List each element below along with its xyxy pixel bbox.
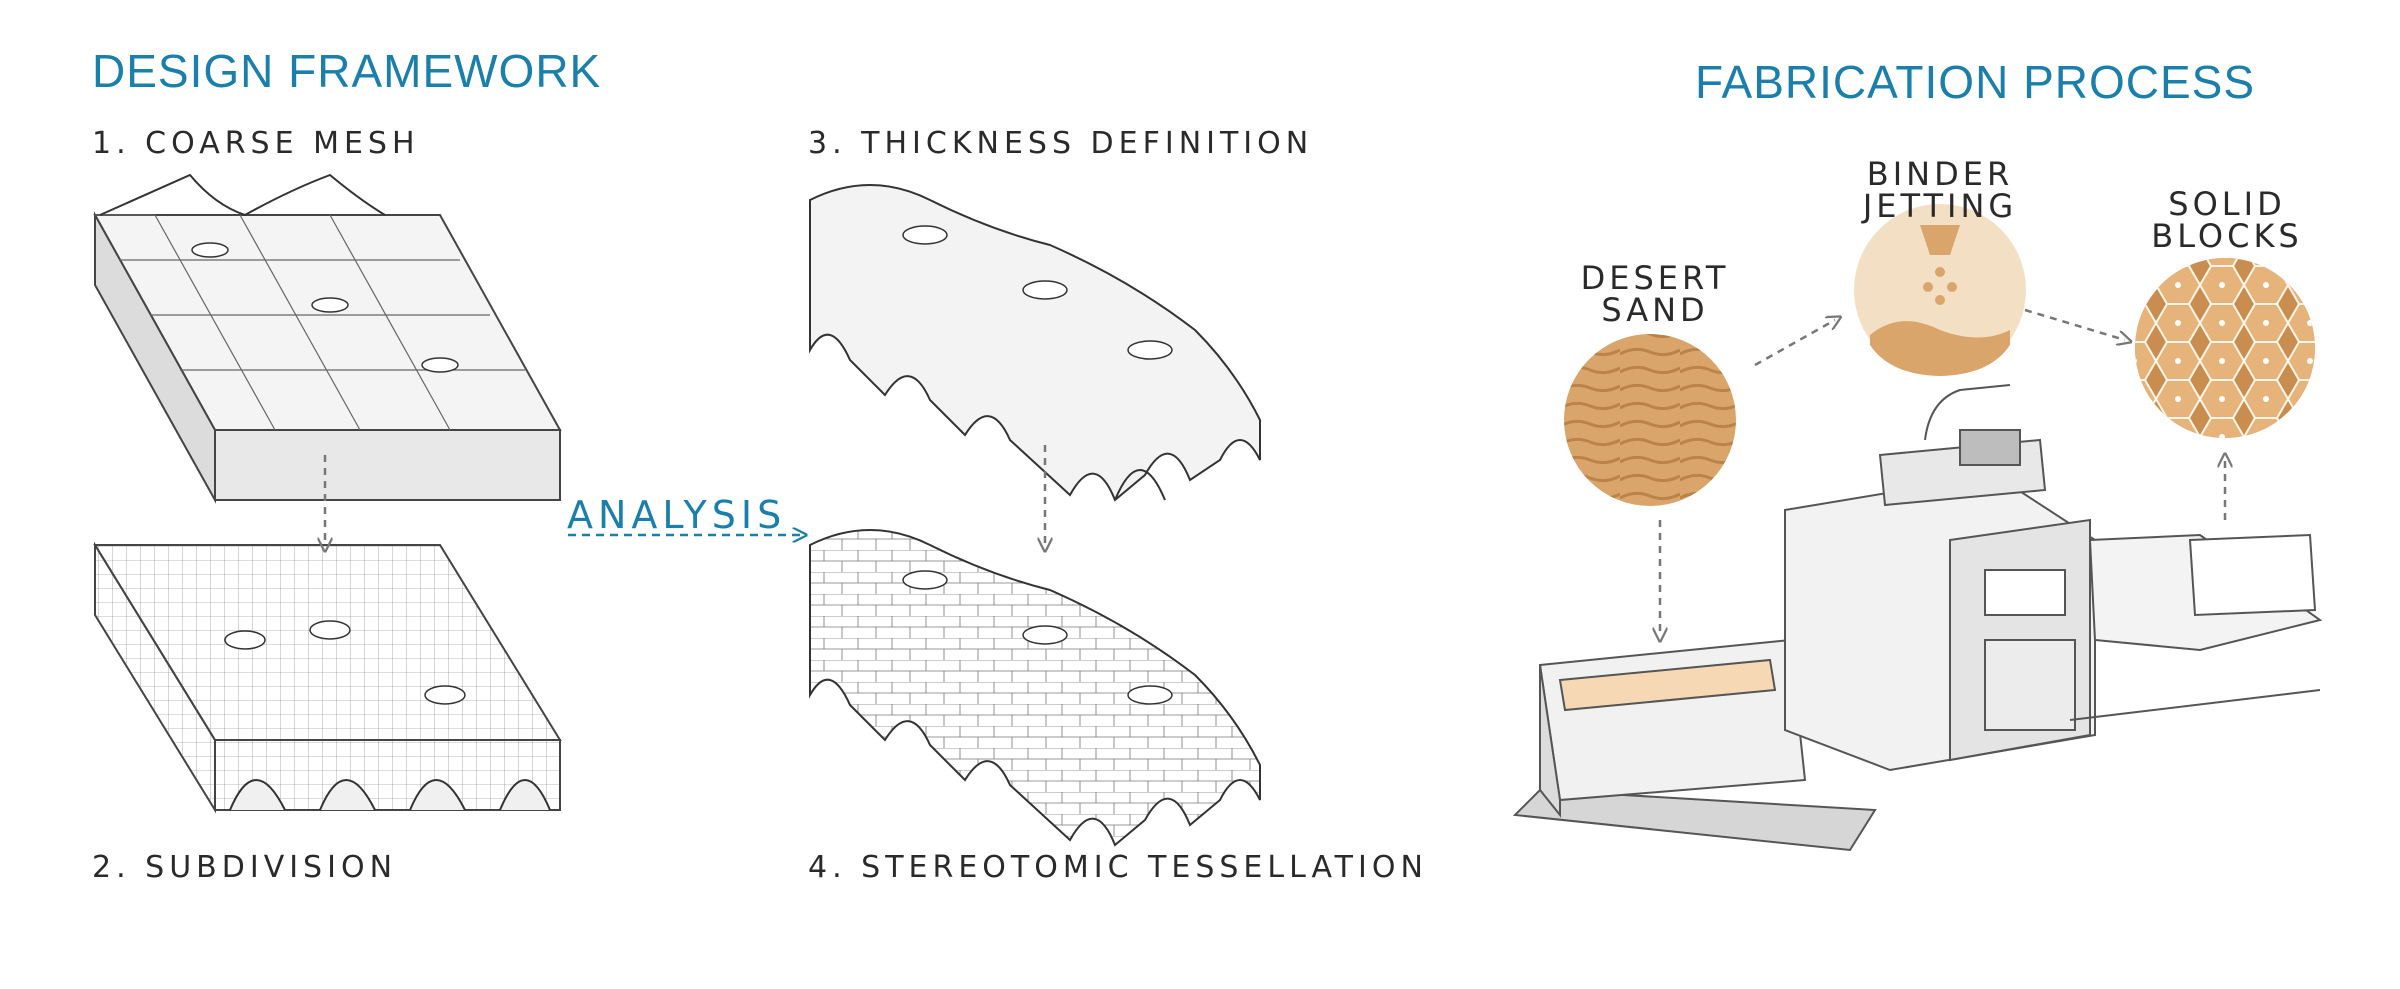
design-framework-heading: DESIGN FRAMEWORK — [92, 45, 602, 97]
step-3-label: 3. THICKNESS DEFINITION — [808, 126, 1314, 161]
coarse-mesh-illustration — [93, 173, 562, 504]
binder-jetting-icon — [1854, 204, 2026, 376]
step-4-label: 4. STEREOTOMIC TESSELLATION — [808, 850, 1428, 885]
desert-sand-image — [1564, 334, 1736, 506]
subdivision-illustration — [93, 541, 562, 814]
solid-blocks-label: SOLID BLOCKS — [2142, 188, 2312, 252]
binder-jetting-label: BINDER JETTING — [1855, 158, 2025, 222]
step-1-label: 1. COARSE MESH — [92, 126, 420, 161]
thickness-illustration — [809, 184, 1261, 502]
analysis-label: ANALYSIS — [567, 493, 787, 537]
arrow-binder-to-blocks — [2024, 308, 2125, 340]
solid-blocks-line2: BLOCKS — [2151, 217, 2303, 255]
desert-sand-label: DESERT SAND — [1570, 262, 1740, 326]
fabrication-process-heading: FABRICATION PROCESS — [1695, 56, 2256, 108]
arrow-sand-to-binder — [1754, 320, 1835, 367]
binder-jetting-line2: JETTING — [1862, 187, 2018, 225]
binder-jetting-line1: BINDER — [1866, 155, 2014, 193]
step-2-label: 2. SUBDIVISION — [92, 850, 398, 885]
tessellation-illustration — [809, 529, 1261, 847]
desert-sand-line1: DESERT — [1580, 259, 1730, 297]
desert-sand-line2: SAND — [1601, 291, 1709, 329]
solid-blocks-image — [2135, 258, 2315, 438]
solid-blocks-line1: SOLID — [2168, 185, 2286, 223]
binder-jet-printer — [1512, 384, 2323, 852]
